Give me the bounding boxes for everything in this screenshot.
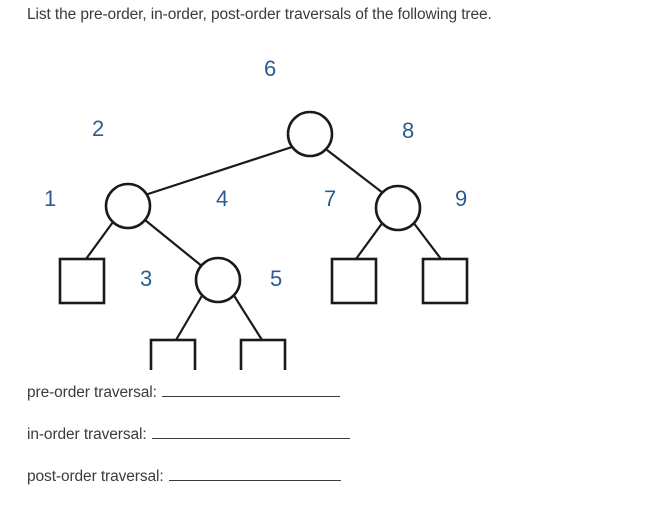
tree-svg [58,110,469,370]
postorder-answer-blank[interactable] [168,467,341,481]
preorder-answer-line: pre-order traversal: [27,383,477,403]
edge-6-2 [144,145,293,197]
tree-edges [85,145,442,341]
node-3-square [149,338,197,370]
question-text: List the pre-order, in-order, post-order… [27,6,492,23]
edge-4-5 [232,293,263,341]
edge-8-9 [412,221,442,260]
node-8-circle [374,184,422,232]
node-label-6: 6 [264,56,277,81]
node-4-circle [194,256,242,304]
inorder-label: in-order traversal: [27,426,147,443]
preorder-answer-blank[interactable] [161,383,340,397]
answers-block: pre-order traversal: in-order traversal:… [27,383,477,509]
tree-diagram: 6 2 8 4 1 3 5 7 9 [0,40,520,370]
node-label-4: 4 [216,186,229,211]
edge-4-3 [175,293,204,341]
node-label-8: 8 [402,118,415,143]
postorder-answer-line: post-order traversal: [27,467,477,487]
node-9-square [421,257,469,305]
edge-2-4 [144,219,204,268]
node-label-5: 5 [270,266,283,291]
inorder-answer-line: in-order traversal: [27,425,477,445]
node-2-circle [104,182,152,230]
node-label-3: 3 [140,266,153,291]
postorder-label: post-order traversal: [27,468,164,485]
node-6-circle [286,110,334,158]
node-label-7: 7 [324,186,337,211]
inorder-answer-blank[interactable] [151,425,350,439]
node-label-2: 2 [92,116,105,141]
node-7-square [330,257,378,305]
edge-6-8 [326,149,384,194]
node-1-square [58,257,106,305]
tree-nodes [58,110,469,370]
preorder-label: pre-order traversal: [27,384,157,401]
node-label-9: 9 [455,186,468,211]
edge-2-1 [85,221,114,260]
node-5-square [239,338,287,370]
edge-8-7 [355,221,384,260]
node-label-1: 1 [44,186,57,211]
